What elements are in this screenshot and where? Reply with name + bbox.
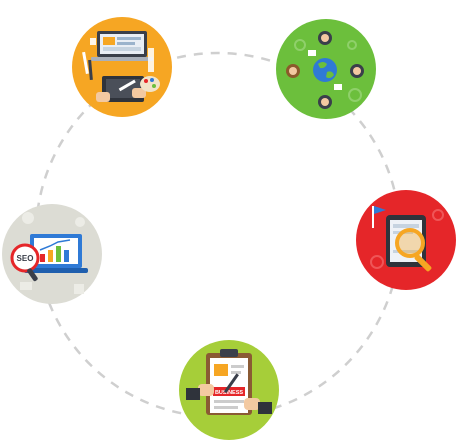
business-tag [213,387,245,396]
seo-label: SEO [17,254,34,263]
globe-icon [313,58,337,82]
business-clipboard-icon: BUSINESS [179,340,279,440]
tablet-search-icon [356,190,456,290]
design-workspace-icon [72,17,172,117]
business-label: BUSINESS [215,390,243,396]
seo-analytics-icon: SEO [2,204,102,304]
magnifier-icon [395,228,425,258]
seo-magnifier-icon [10,243,40,273]
global-team-meeting-icon [276,19,376,119]
